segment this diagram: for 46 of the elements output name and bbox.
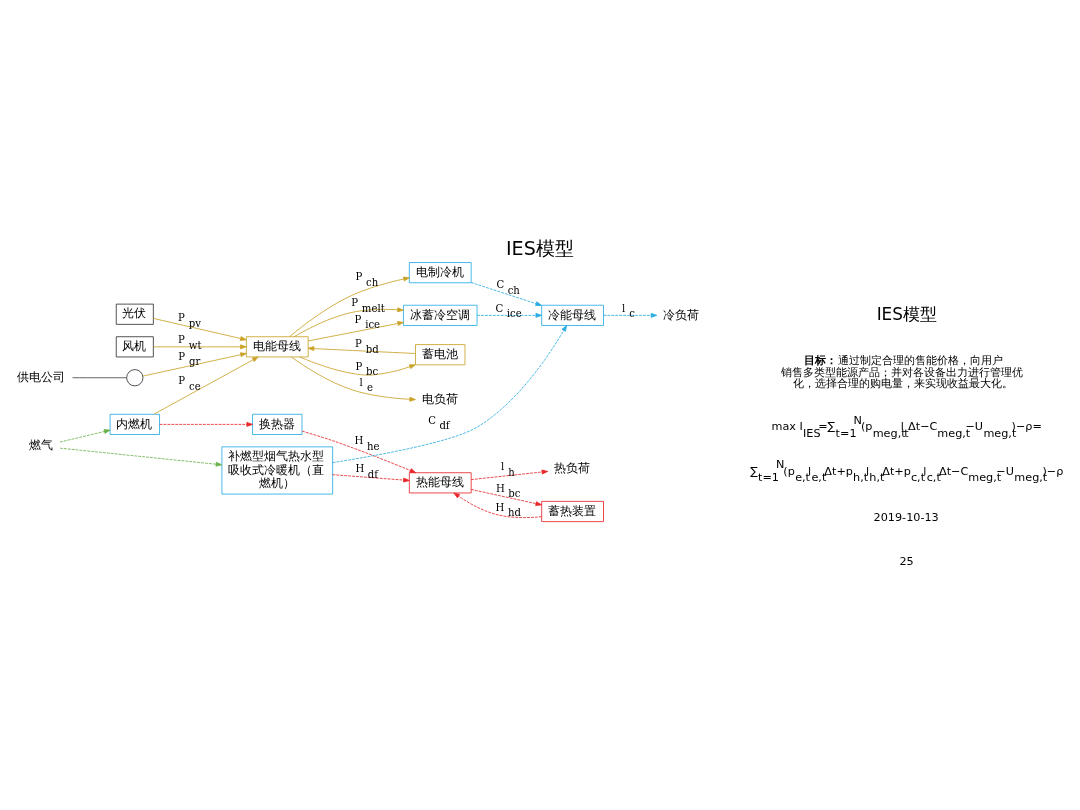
node-box: 热能母线 — [408, 472, 472, 494]
arrow — [307, 346, 416, 354]
arrow — [293, 307, 404, 338]
arrow — [332, 474, 410, 483]
node-box: 风机 — [115, 336, 154, 358]
node-circle — [126, 369, 144, 387]
arrow — [153, 317, 247, 341]
arrow — [476, 312, 542, 318]
arrow — [332, 325, 567, 463]
node-box: 蓄电池 — [415, 344, 466, 366]
arrow — [470, 469, 549, 480]
node-box: 电能母线 — [245, 336, 309, 358]
node-box: 补燃型烟气热水型吸收式冷暖机（直燃机） — [221, 446, 334, 495]
arrow — [59, 447, 223, 467]
node-text: 电负荷 — [421, 391, 458, 406]
node-box: 蓄热装置 — [541, 500, 604, 523]
node-text: 冷负荷 — [663, 307, 700, 322]
arrow — [142, 352, 247, 377]
node-box: 电制冷机 — [408, 262, 472, 284]
arrow — [470, 282, 542, 306]
label: 目标：通过制定合理的售能价格，向用户销售多类型能源产品；并对各设备出力进行管理优化，选择合理的购电量，来实现收益最大化。 — [781, 354, 1024, 390]
node-text: 供电公司 — [16, 369, 65, 384]
node-box: 冷能母线 — [541, 304, 604, 326]
connector — [72, 377, 127, 379]
label: IES模型 — [876, 303, 937, 324]
arrow — [159, 422, 253, 427]
node-box: 内燃机 — [109, 413, 160, 435]
arrow — [603, 312, 658, 318]
arrow — [290, 356, 416, 402]
node-box: 换热器 — [252, 413, 303, 435]
label: 25 — [899, 555, 914, 569]
arrow — [59, 429, 111, 443]
arrow — [153, 344, 247, 350]
label: 2019-10-13 — [873, 510, 939, 524]
arrow — [289, 276, 410, 337]
diagram-title: IES模型 — [506, 236, 574, 260]
arrow — [153, 356, 259, 415]
node-text: 热负荷 — [554, 460, 591, 475]
arrow — [470, 489, 542, 506]
node-box: 冰蓄冷空调 — [403, 304, 478, 326]
arrow — [299, 356, 416, 376]
arrow — [301, 430, 417, 474]
arrow — [453, 492, 543, 518]
node-box: 光伏 — [115, 303, 154, 325]
node-text: 燃气 — [29, 438, 54, 453]
arrow — [307, 321, 404, 342]
